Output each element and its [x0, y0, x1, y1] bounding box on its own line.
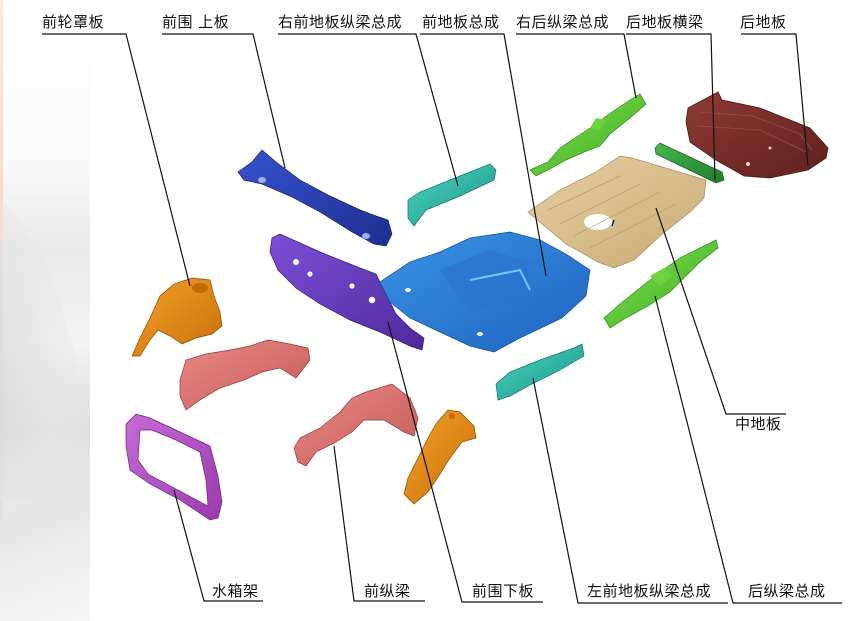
right-front-floor-rail-part	[407, 163, 497, 227]
label-rear-rail-assy: 后纵梁总成	[748, 582, 826, 600]
right-rear-rail-part	[529, 93, 647, 177]
label-front-floor-assy: 前地板总成	[422, 13, 500, 31]
background-swoosh	[0, 360, 90, 621]
label-lower-dash-panel: 前围下板	[472, 582, 535, 600]
radiator-support-part	[125, 413, 223, 521]
rear-rail-assy-part	[603, 239, 719, 329]
front-rail-part	[293, 383, 419, 467]
leader-lines	[42, 33, 842, 604]
front-floor-assy-part	[379, 231, 591, 353]
label-front-wheelhouse: 前轮罩板	[42, 13, 105, 31]
label-right-front-floor-rail-assy: 右前地板纵梁总成	[278, 13, 403, 31]
front-rail-upper-part	[179, 339, 311, 411]
label-rear-floor-crossmember: 后地板横梁	[626, 13, 704, 31]
label-left-front-floor-rail-assy: 左前地板纵梁总成	[587, 582, 712, 600]
label-radiator-support: 水箱架	[212, 582, 259, 600]
wheelhouse-reinforcement-part	[403, 409, 477, 505]
label-upper-dash-panel: 前围 上板	[162, 13, 230, 31]
label-right-rear-rail-assy: 右后纵梁总成	[516, 13, 610, 31]
label-rear-floor: 后地板	[740, 13, 787, 31]
lower-dash-panel-part	[269, 233, 425, 351]
upper-dash-panel-part	[237, 149, 393, 247]
left-front-floor-rail-part	[495, 343, 585, 401]
label-front-rail: 前纵梁	[364, 582, 411, 600]
rear-floor-crossmember-part	[654, 142, 725, 184]
label-center-floor: 中地板	[735, 415, 782, 433]
center-floor-part	[527, 155, 707, 269]
front-wheelhouse-part	[131, 277, 223, 357]
